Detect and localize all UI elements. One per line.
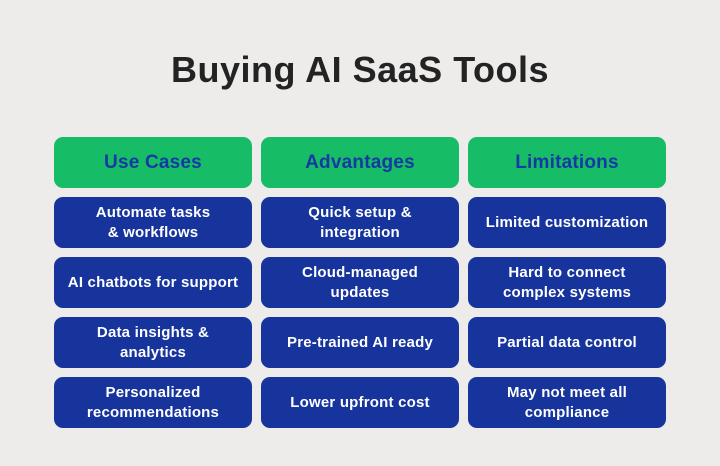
cell-label: May not meet all compliance bbox=[507, 384, 627, 421]
use-cases-item-1: Automate tasks & workflows bbox=[54, 197, 252, 248]
use-cases-item-3: Data insights & analytics bbox=[54, 317, 252, 368]
comparison-grid: Use Cases Advantages Limitations Automat… bbox=[54, 137, 666, 428]
cell-label: Cloud-managed updates bbox=[302, 264, 418, 301]
cell-label: Hard to connect complex systems bbox=[502, 264, 632, 301]
limitations-item-2: Hard to connect complex systems bbox=[468, 257, 666, 308]
cell-label: Limited customization bbox=[485, 213, 649, 231]
column-header-use-cases: Use Cases bbox=[54, 137, 252, 188]
advantages-item-2: Cloud-managed updates bbox=[261, 257, 459, 308]
limitations-item-1: Limited customization bbox=[468, 197, 666, 248]
cell-label: AI chatbots for support bbox=[67, 273, 239, 291]
cell-label: Automate tasks & workflows bbox=[95, 204, 211, 241]
advantages-item-4: Lower upfront cost bbox=[261, 377, 459, 428]
limitations-item-4: May not meet all compliance bbox=[468, 377, 666, 428]
column-header-advantages: Advantages bbox=[261, 137, 459, 188]
cell-label: Lower upfront cost bbox=[290, 393, 430, 411]
cell-label: Pre-trained AI ready bbox=[287, 333, 433, 351]
cell-label: Personalized recommendations bbox=[86, 384, 220, 421]
advantages-item-1: Quick setup & integration bbox=[261, 197, 459, 248]
page-title: Buying AI SaaS Tools bbox=[170, 49, 550, 90]
use-cases-item-4: Personalized recommendations bbox=[54, 377, 252, 428]
cell-label: Data insights & analytics bbox=[96, 324, 210, 361]
cell-label: Quick setup & integration bbox=[308, 204, 412, 241]
use-cases-item-2: AI chatbots for support bbox=[54, 257, 252, 308]
cell-label: Partial data control bbox=[497, 333, 637, 351]
limitations-item-3: Partial data control bbox=[468, 317, 666, 368]
column-header-limitations: Limitations bbox=[468, 137, 666, 188]
advantages-item-3: Pre-trained AI ready bbox=[261, 317, 459, 368]
